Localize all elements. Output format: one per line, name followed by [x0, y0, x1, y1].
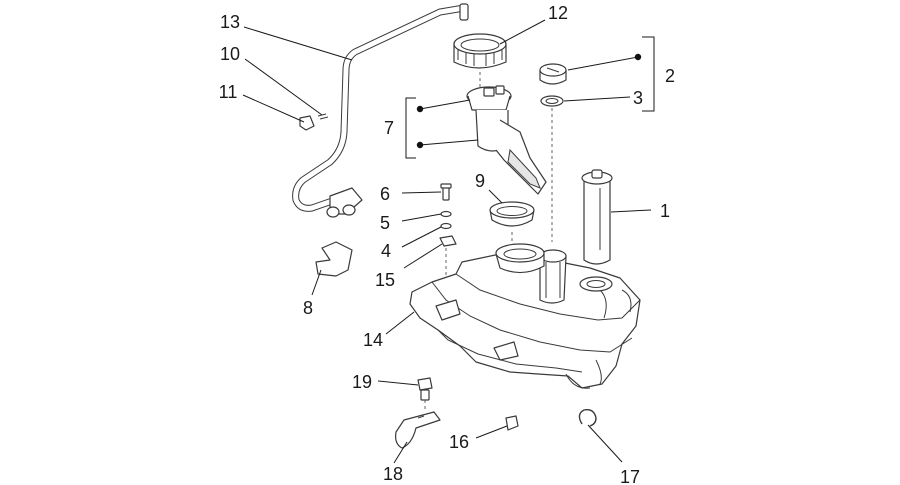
callout-10: 10 [220, 44, 240, 64]
callout-6: 6 [380, 184, 390, 204]
callout-1: 1 [660, 201, 670, 221]
dot-7a [416, 105, 424, 113]
filler-cap [539, 63, 567, 85]
fuel-tank [409, 243, 641, 389]
circlip [578, 408, 597, 427]
ring-nut [453, 33, 507, 69]
callout-9: 9 [475, 171, 485, 191]
callout-17: 17 [620, 467, 640, 485]
spacer [440, 222, 452, 230]
hose-cap [299, 115, 315, 131]
callout-13: 13 [220, 12, 240, 32]
bolt [417, 377, 433, 401]
dot-2a [634, 53, 642, 61]
callout-12: 12 [548, 3, 568, 23]
dot-7b [416, 141, 424, 149]
hose-clip [317, 113, 329, 120]
callout-2: 2 [665, 66, 675, 86]
breather-hose [292, 3, 469, 218]
clamp [395, 411, 441, 449]
callout-19: 19 [352, 372, 372, 392]
callout-11: 11 [219, 82, 238, 102]
callout-14: 14 [363, 330, 383, 350]
callout-3: 3 [633, 88, 643, 108]
cap-gasket [540, 95, 564, 107]
seal-ring [489, 201, 535, 227]
small-clip [505, 415, 519, 431]
fuel-level-sender [581, 169, 613, 265]
callout-4: 4 [381, 241, 391, 261]
callout-16: 16 [449, 432, 469, 452]
leader-lines [242, 19, 652, 464]
callout-5: 5 [380, 213, 390, 233]
callout-18: 18 [383, 464, 403, 484]
callout-8: 8 [303, 298, 313, 318]
callout-7: 7 [384, 118, 394, 138]
callout-15: 15 [375, 270, 395, 290]
washer [440, 210, 452, 218]
group-bracket-2 [642, 36, 655, 112]
screw [440, 183, 452, 201]
clip-nut [439, 235, 457, 247]
bracket [315, 241, 353, 277]
group-bracket-7 [405, 97, 416, 159]
fuel-pump [466, 85, 547, 195]
